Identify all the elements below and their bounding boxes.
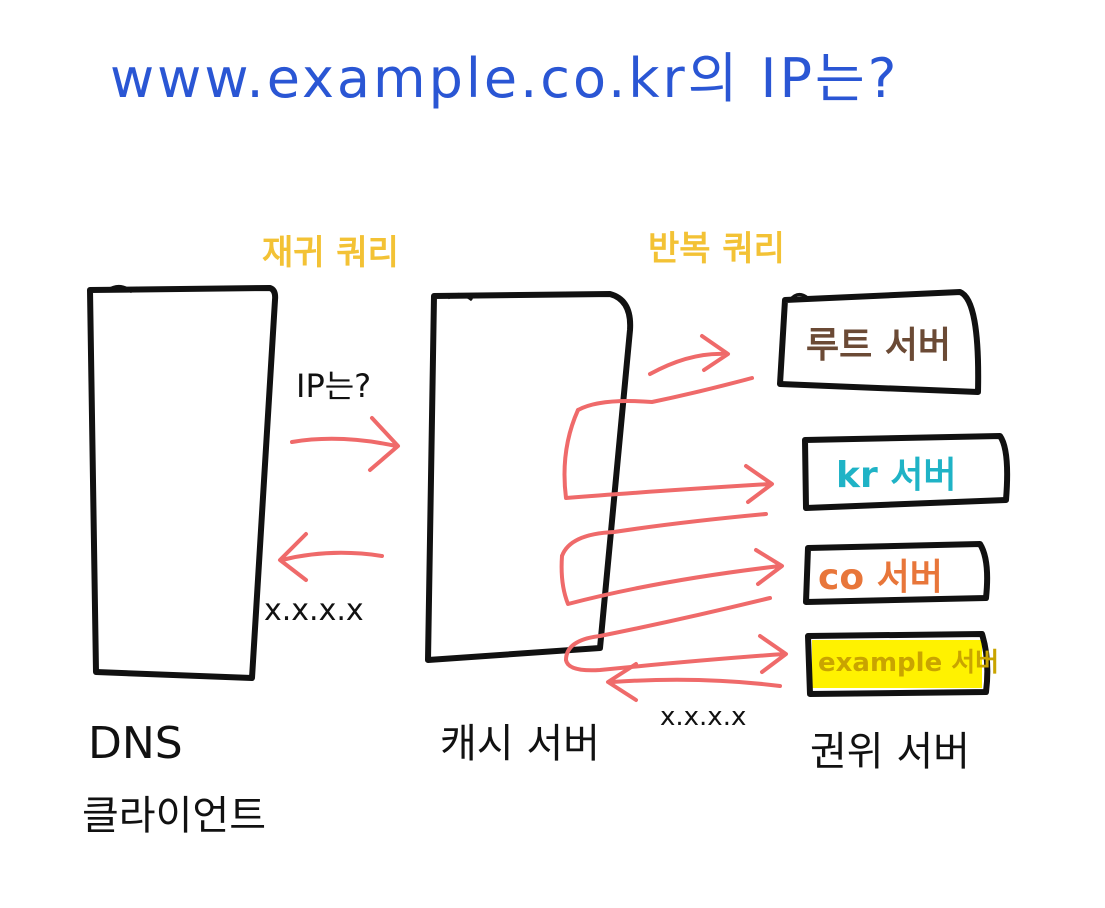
answer-left-label: x.x.x.x xyxy=(264,593,364,628)
iterative-query-label: 반복 쿼리 xyxy=(648,229,785,269)
dns-client-box xyxy=(87,285,279,681)
answer-right-label: x.x.x.x xyxy=(660,702,747,732)
co-server-box xyxy=(803,541,991,605)
request-arrow xyxy=(290,416,400,472)
dns-client-label-line2: 클라이언트 xyxy=(82,793,266,839)
recursive-query-label: 재귀 쿼리 xyxy=(262,233,399,273)
kr-server-box xyxy=(802,433,1011,511)
ip-question-label: IP는? xyxy=(296,367,372,405)
dns-client-box-tab xyxy=(107,285,133,294)
root-server-box-tab xyxy=(788,293,809,301)
co-response-arrow xyxy=(564,596,772,662)
example-server-box xyxy=(805,631,991,697)
dns-client-label-line1: DNS xyxy=(88,718,183,769)
root-server-box xyxy=(777,289,982,395)
cache-server-label: 캐시 서버 xyxy=(440,721,600,767)
diagram-title: www.example.co.kr의 IP는? xyxy=(110,47,900,110)
root-server-label: 루트 서버 xyxy=(806,325,952,366)
kr-server-label: kr 서버 xyxy=(836,455,957,496)
cache-server-box xyxy=(425,291,634,663)
example-response-arrow xyxy=(606,662,782,702)
example-server-fill xyxy=(812,640,982,688)
kr-response-arrow xyxy=(560,512,768,558)
response-arrow xyxy=(278,532,384,582)
kr-query-arrow xyxy=(562,408,774,504)
co-query-arrow xyxy=(559,548,784,606)
cache-server-box-tab xyxy=(447,293,473,302)
authoritative-server-label: 권위 서버 xyxy=(810,729,970,775)
example-server-label: example 서버 xyxy=(818,648,1000,678)
co-server-label: co 서버 xyxy=(818,557,943,598)
root-query-arrow xyxy=(648,334,730,376)
root-response-arrow xyxy=(576,376,754,412)
